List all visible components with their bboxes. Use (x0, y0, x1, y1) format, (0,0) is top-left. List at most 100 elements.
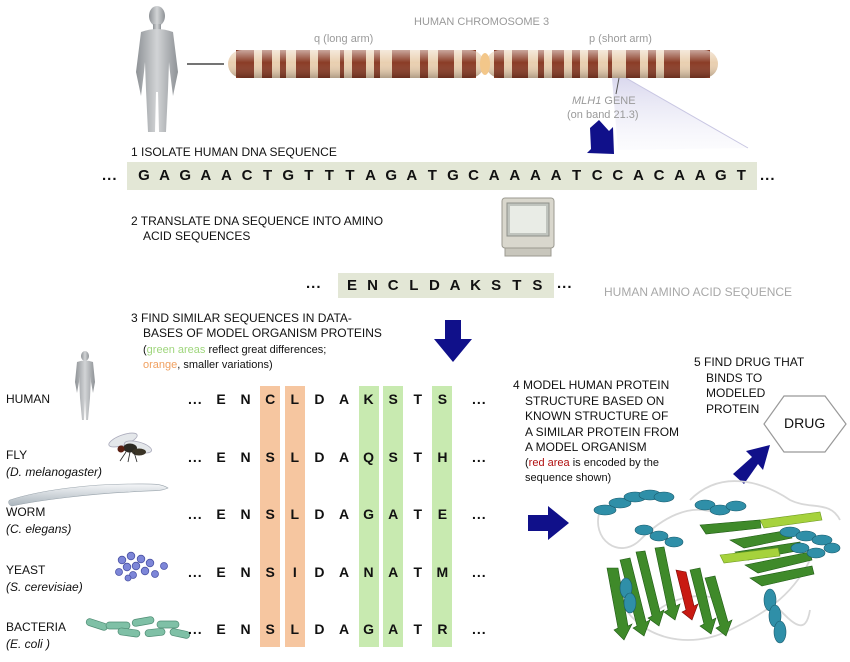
dna-base: G (385, 167, 398, 184)
aligned-residue: D (314, 621, 325, 637)
aligned-residue: N (240, 563, 251, 580)
alignment-leading-dots: ... (188, 621, 203, 637)
alignment-leading-dots: ... (188, 448, 203, 465)
alignment-trailing-dots: ... (472, 448, 487, 465)
dna-base: A (550, 167, 562, 184)
dna-base: T (304, 167, 314, 184)
aligned-residue: S (265, 621, 275, 637)
alignment-trailing-dots: ... (472, 391, 487, 407)
dna-base: A (509, 167, 521, 184)
gene-name: MLH1 (572, 95, 602, 107)
amino-acid: L (409, 277, 419, 294)
aligned-residue: S (437, 391, 448, 407)
right-arrow-icon (528, 506, 569, 540)
aligned-residue: A (388, 621, 399, 637)
aligned-residue: T (413, 391, 423, 407)
dna-base: A (159, 167, 171, 184)
step-3-note-line1: (green areas reflect great differences; (143, 343, 326, 358)
organism-name: WORM (6, 505, 46, 519)
amino-acid: E (346, 277, 357, 294)
human-figure-icon (75, 351, 95, 420)
aligned-residue: S (265, 448, 275, 465)
dna-base: G (714, 167, 727, 184)
aligned-residue: S (388, 448, 398, 465)
gene-pointer-line (615, 77, 620, 95)
note-green-areas: green areas (146, 344, 206, 356)
aligned-residue: N (240, 391, 251, 407)
organism-name: YEAST (6, 562, 46, 577)
dna-base: G (282, 167, 295, 184)
dna-base: A (488, 167, 500, 184)
dna-base: A (200, 167, 212, 184)
dna-trailing-dots: ... (760, 167, 776, 184)
dna-base: A (674, 167, 686, 184)
dna-base: A (529, 167, 541, 184)
aligned-residue: L (290, 621, 300, 637)
step-4-line: 4 MODEL HUMAN PROTEIN (513, 378, 670, 392)
aligned-residue: S (265, 506, 275, 522)
dna-sequence-band (127, 162, 757, 190)
aligned-residue: T (413, 448, 423, 465)
note-paren: ( (143, 344, 147, 356)
step-3-label-line2: BASES OF MODEL ORGANISM PROTEINS (143, 326, 382, 340)
amino-acid: S (532, 277, 543, 294)
green-column-highlight (432, 386, 453, 647)
aligned-residue: L (290, 391, 300, 407)
down-arrow-icon (434, 320, 472, 362)
dna-base: C (241, 167, 253, 184)
note-encoded: is encoded by the (569, 457, 659, 469)
step-3-label-line1: 3 FIND SIMILAR SEQUENCES IN DATA- (131, 311, 352, 325)
step-5-line: MODELED (706, 386, 766, 400)
aligned-residue: T (413, 621, 423, 637)
aligned-residue: L (290, 506, 300, 522)
amino-leading-dots: ... (306, 275, 322, 292)
step-4-line: KNOWN STRUCTURE OF (525, 409, 669, 423)
protein-structure-icon (593, 480, 841, 644)
dna-base: G (447, 167, 459, 184)
dna-base: C (468, 167, 480, 184)
aligned-residue: D (314, 391, 325, 407)
aligned-residue: D (314, 448, 325, 465)
down-arrow-icon (587, 120, 614, 154)
gene-label: MLH1 GENE (572, 95, 636, 107)
aligned-residue: K (363, 391, 374, 407)
aligned-residue: I (292, 563, 297, 580)
alignment-leading-dots: ... (188, 391, 203, 407)
alignment-trailing-dots: ... (472, 563, 487, 580)
amino-trailing-dots: ... (557, 275, 573, 292)
aligned-residue: H (437, 448, 448, 465)
alignment-trailing-dots: ... (472, 506, 487, 522)
organism-species: (E. coli ) (6, 637, 51, 651)
human-figure-icon (136, 6, 178, 132)
dna-base: A (365, 167, 377, 184)
organism-species: (C. elegans) (6, 522, 72, 536)
aligned-residue: L (290, 448, 300, 465)
aligned-residue: D (314, 563, 325, 580)
aligned-residue: E (437, 506, 448, 522)
note-red-area: red area (528, 457, 570, 469)
aligned-residue: A (388, 506, 399, 522)
step-4-note-line2: sequence shown) (525, 472, 612, 484)
alignment-leading-dots: ... (188, 563, 203, 580)
step-5-line: PROTEIN (706, 401, 760, 416)
aligned-residue: N (240, 621, 251, 637)
orange-column-highlight (260, 386, 281, 647)
aligned-residue: Q (363, 448, 375, 465)
dna-base: A (632, 167, 644, 184)
amino-acid: C (387, 277, 399, 294)
bacteria-icon (85, 616, 191, 639)
aligned-residue: A (338, 506, 350, 522)
step-2-label-line1: 2 TRANSLATE DNA SEQUENCE INTO AMINO (131, 214, 384, 228)
dna-base: C (591, 167, 603, 184)
aligned-residue: A (338, 563, 350, 580)
fly-icon (108, 432, 152, 463)
q-arm-label: q (long arm) (314, 33, 374, 45)
orange-column-highlight (284, 386, 305, 647)
step-5-line: 5 FIND DRUG THAT (694, 355, 805, 369)
step-2-label-line2: ACID SEQUENCES (143, 229, 251, 243)
step-4-note-line1: (red area is encoded by the (525, 456, 659, 471)
step-4-line: A MODEL ORGANISM (525, 440, 647, 454)
